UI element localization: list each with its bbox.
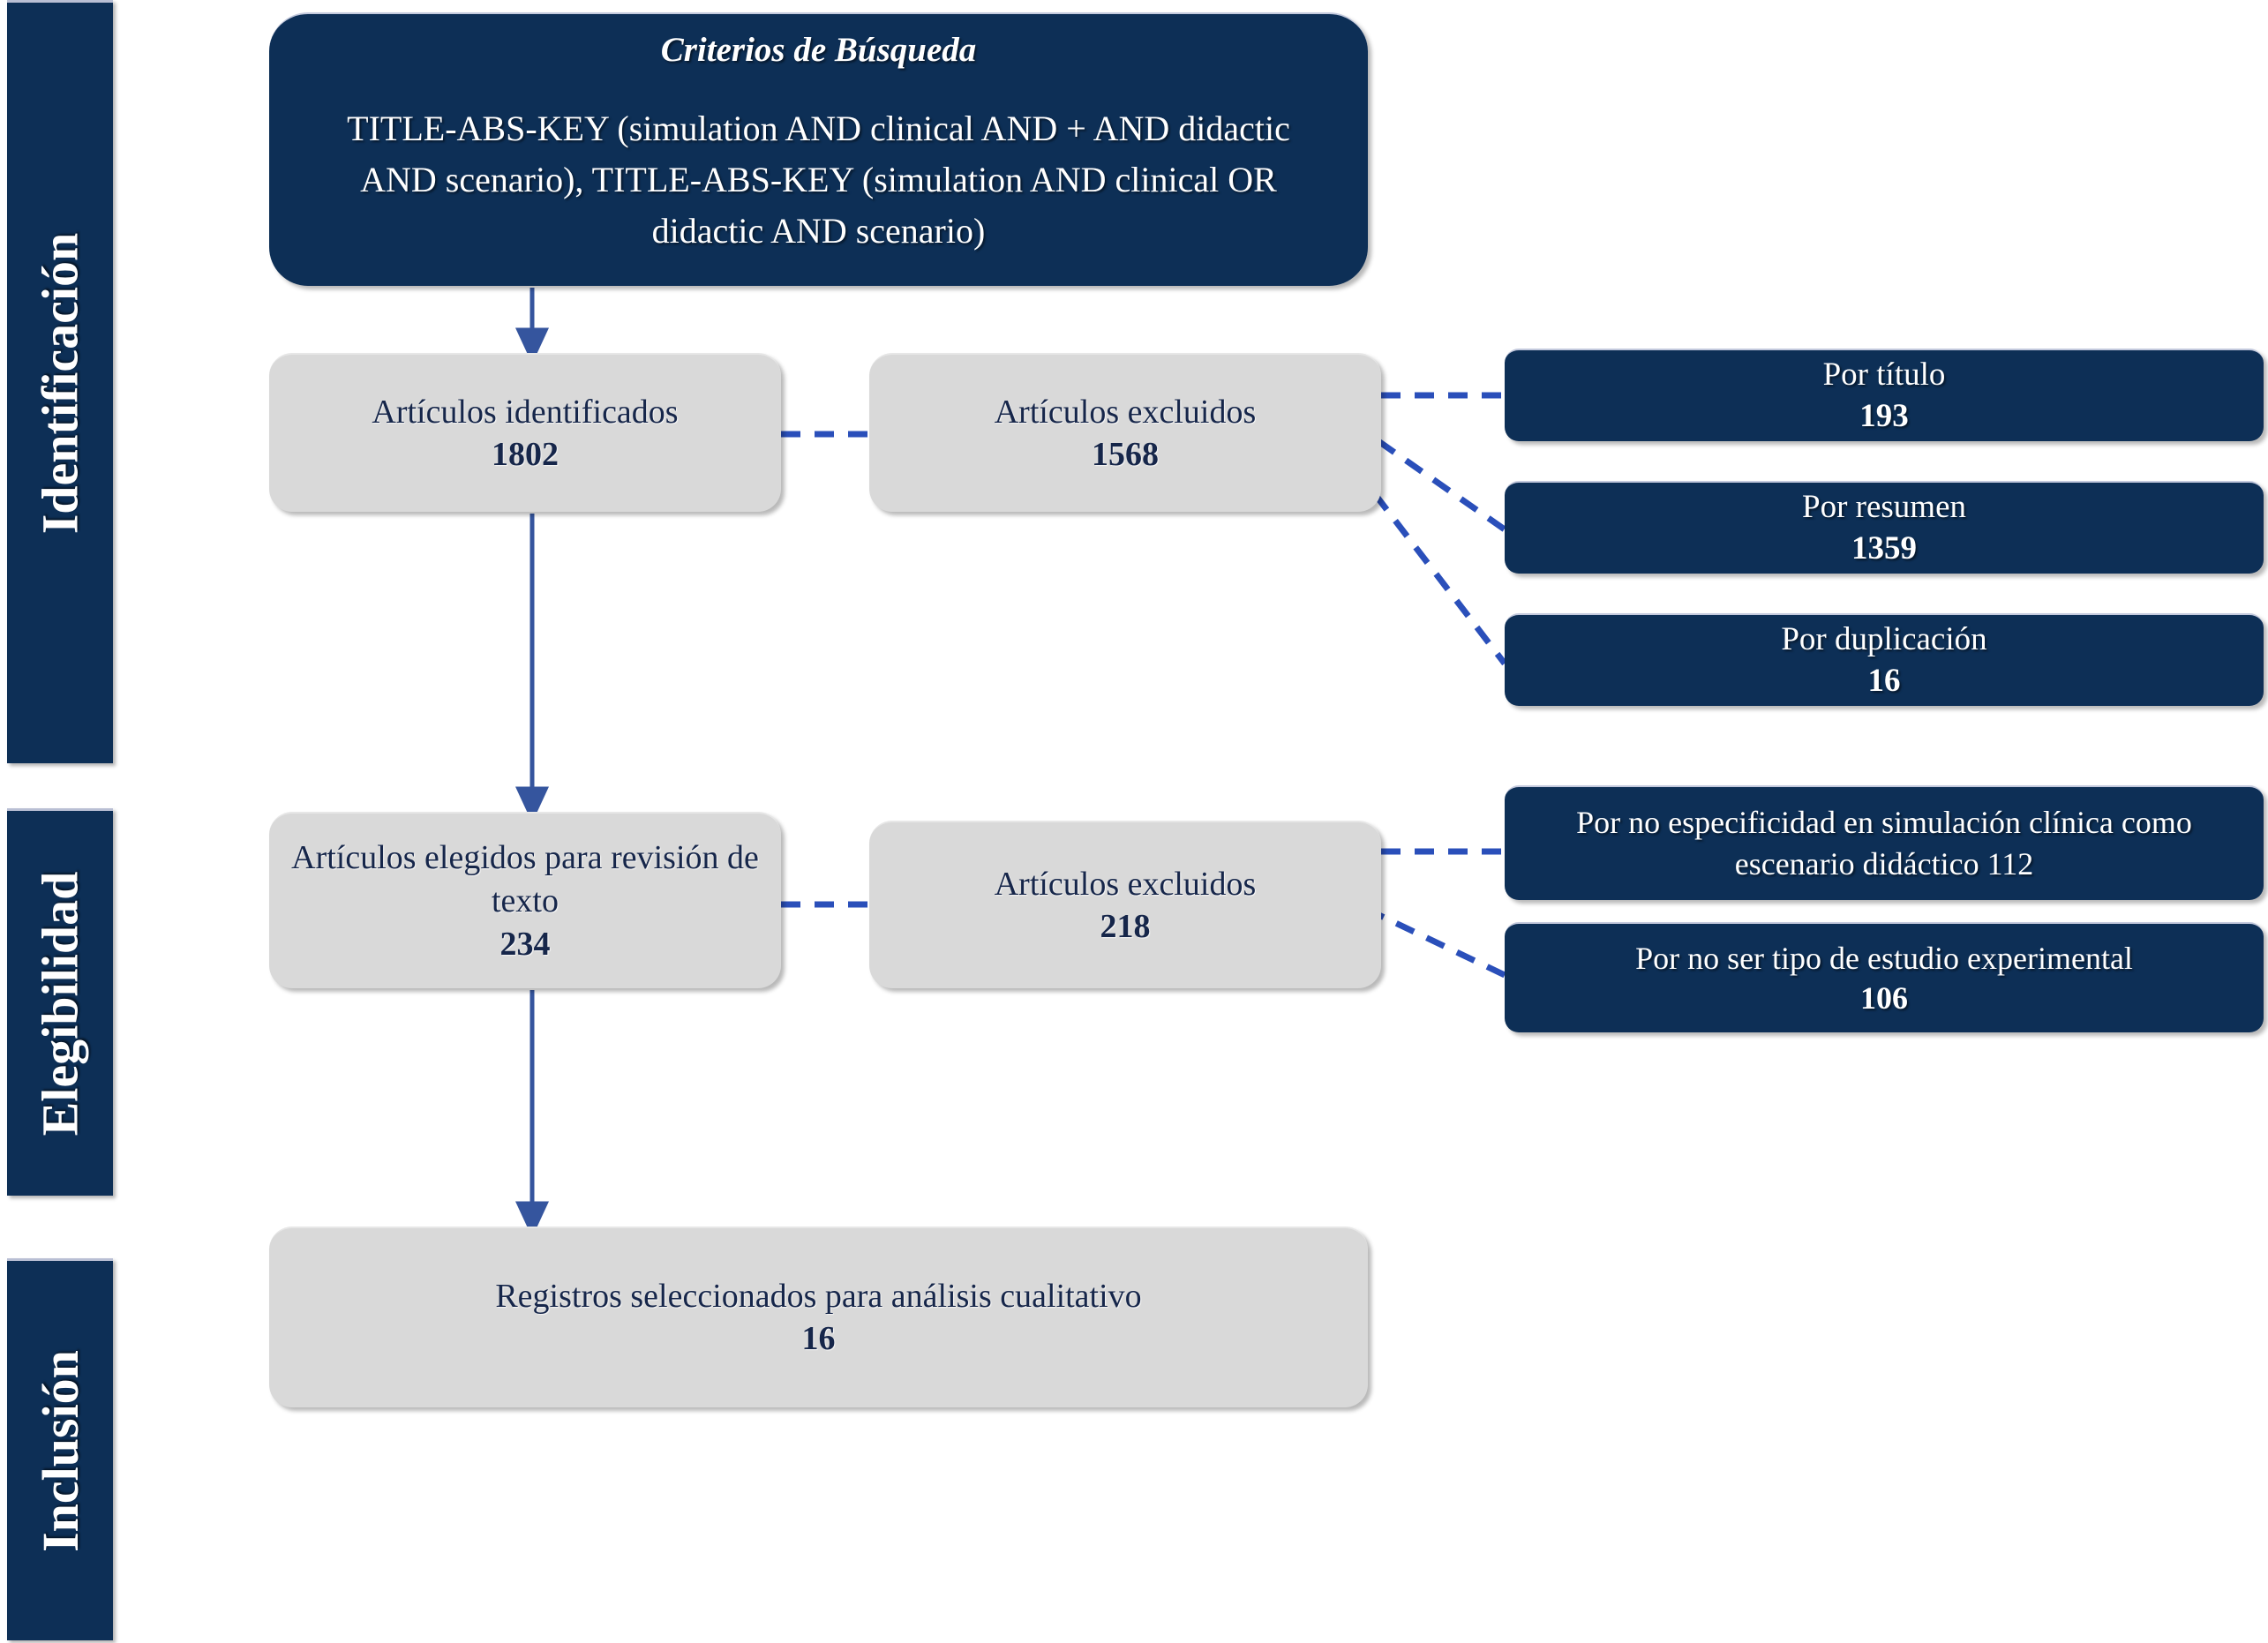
box-articulos-excluidos-elegibilidad-label: Artículos excluidos <box>994 865 1257 903</box>
reason-box-por-resumen-label: Por resumen <box>1802 489 1966 526</box>
box-articulos-excluidos-elegibilidad-count: 218 <box>1100 907 1151 945</box>
reason-box-por-duplicacion-count: 16 <box>1867 663 1901 700</box>
box-articulos-excluidos-identificacion-label: Artículos excluidos <box>994 393 1257 431</box>
stage-label-elegibilidad: Elegibilidad <box>31 871 89 1136</box>
box-articulos-excluidos-identificacion-count: 1568 <box>1092 435 1159 473</box>
reason-box-por-titulo: Por título 193 <box>1505 349 2264 441</box>
box-articulos-elegidos: Artículos elegidos para revisión de text… <box>269 812 781 988</box>
box-articulos-excluidos-identificacion: Artículos excluidos 1568 <box>869 353 1381 512</box>
search-criteria-box: Criterios de Búsqueda TITLE-ABS-KEY (sim… <box>269 12 1368 286</box>
reason-box-por-titulo-count: 193 <box>1859 398 1909 435</box>
box-registros-seleccionados-label: Registros seleccionados para análisis cu… <box>495 1278 1142 1316</box>
reason-box-por-duplicacion-label: Por duplicación <box>1781 621 1987 658</box>
stage-label-identificacion: Identificación <box>31 232 89 534</box>
dashed-excluded-to-por-duplicacion <box>1372 491 1507 666</box>
dashed-excluded-to-por-resumen <box>1376 439 1507 532</box>
reason-box-no-experimental: Por no ser tipo de estudio experimental … <box>1505 922 2264 1032</box>
dashed-excluded-to-no-experimental <box>1364 905 1506 979</box>
stage-bar-inclusion: Inclusión <box>7 1258 113 1640</box>
box-registros-seleccionados: Registros seleccionados para análisis cu… <box>269 1227 1368 1407</box>
box-registros-seleccionados-count: 16 <box>801 1320 836 1358</box>
box-articulos-excluidos-elegibilidad: Artículos excluidos 218 <box>869 821 1381 988</box>
box-articulos-identificados: Artículos identificados 1802 <box>269 353 781 512</box>
reason-box-por-resumen: Por resumen 1359 <box>1505 481 2264 574</box>
box-articulos-elegidos-count: 234 <box>499 925 551 963</box>
stage-label-inclusion: Inclusión <box>31 1349 89 1552</box>
box-articulos-identificados-count: 1802 <box>492 435 559 473</box>
stage-bar-identificacion: Identificación <box>7 0 113 763</box>
search-criteria-query: TITLE-ABS-KEY (simulation AND clinical A… <box>347 109 1290 251</box>
reason-box-por-titulo-label: Por título <box>1822 356 1946 394</box>
reason-box-por-duplicacion: Por duplicación 16 <box>1505 613 2264 706</box>
reason-box-por-resumen-count: 1359 <box>1851 530 1917 567</box>
box-articulos-elegidos-label: Artículos elegidos para revisión de text… <box>291 838 759 920</box>
reason-box-no-experimental-count: 106 <box>1860 980 1908 1017</box>
reason-box-no-especificidad-label: Por no especificidad en simulación clíni… <box>1576 805 2192 882</box>
reason-box-no-especificidad: Por no especificidad en simulación clíni… <box>1505 785 2264 900</box>
stage-bar-elegibilidad: Elegibilidad <box>7 808 113 1196</box>
box-articulos-identificados-label: Artículos identificados <box>372 393 679 431</box>
reason-box-no-experimental-label: Por no ser tipo de estudio experimental <box>1635 940 2133 976</box>
search-criteria-title: Criterios de Búsqueda <box>660 31 977 69</box>
